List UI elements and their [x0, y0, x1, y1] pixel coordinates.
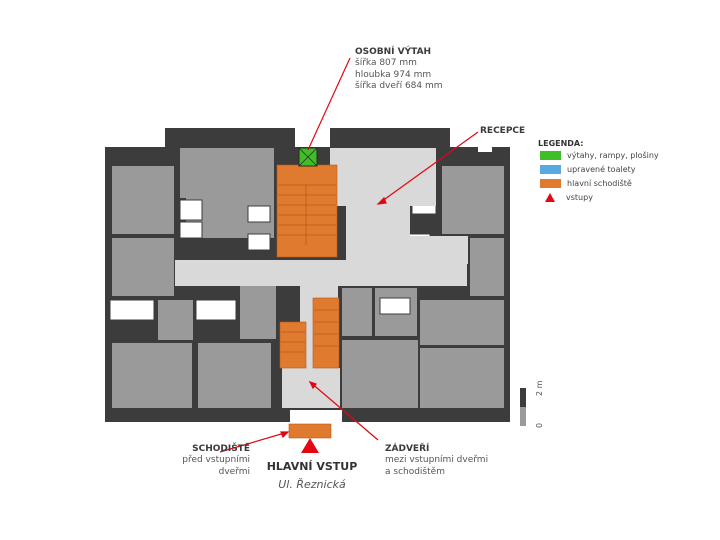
legend-label-entrances: vstupy — [566, 193, 593, 202]
stairs-before-door-callout: SCHODIŠTĚ před vstupními dveřmi — [150, 444, 250, 478]
stair-treads — [278, 184, 338, 353]
scale-bar — [520, 388, 526, 426]
scale-two-label: 2 m — [535, 380, 544, 396]
rooms — [112, 148, 504, 408]
elevator — [298, 147, 318, 167]
legend-item-toilets: upravené toalety — [540, 165, 635, 174]
vestibule-line-2: a schodištěm — [385, 466, 445, 477]
elevator-width: šířka 807 mm — [355, 58, 417, 69]
legend-label-toilets: upravené toalety — [567, 165, 636, 174]
legend-title: LEGENDA: — [538, 139, 584, 148]
legend-item-stairs: hlavní schodiště — [540, 179, 632, 188]
stairs-before-door-sub: před vstupními dveřmi — [182, 455, 250, 477]
legend-triangle-icon — [545, 193, 555, 202]
main-staircase — [276, 164, 340, 439]
legend-swatch-stairs — [540, 179, 561, 188]
main-entrance-street: Ul. Řeznická — [278, 478, 346, 491]
legend-label-lifts: výtahy, rampy, plošiny — [567, 151, 659, 160]
vestibule-callout: ZÁDVEŘÍ mezi vstupními dveřmi a schodišt… — [385, 444, 488, 478]
vestibule-line-1: mezi vstupními dveřmi — [385, 455, 489, 466]
elevator-callout-title: OSOBNÍ VÝTAH — [355, 47, 432, 57]
legend-swatch-lifts — [540, 151, 561, 160]
reception-label: RECEPCE — [480, 126, 526, 136]
legend-swatch-toilets — [540, 165, 561, 174]
main-entrance-icon — [301, 438, 319, 453]
scale-zero-label: 0 — [535, 422, 544, 428]
legend-item-entrances: vstupy — [540, 193, 593, 202]
main-entrance-title: HLAVNÍ VSTUP — [266, 460, 358, 473]
vestibule-title: ZÁDVEŘÍ — [385, 444, 430, 454]
elevator-depth: hloubka 974 mm — [355, 69, 432, 80]
legend-label-stairs: hlavní schodiště — [567, 179, 632, 188]
elevator-callout: OSOBNÍ VÝTAH šířka 807 mm hloubka 974 mm… — [355, 47, 443, 92]
elevator-door-width: šířka dveří 684 mm — [355, 80, 443, 91]
legend-item-lifts: výtahy, rampy, plošiny — [540, 151, 659, 160]
stairs-before-door-title: SCHODIŠTĚ — [192, 444, 250, 454]
leader-lines — [219, 57, 479, 453]
